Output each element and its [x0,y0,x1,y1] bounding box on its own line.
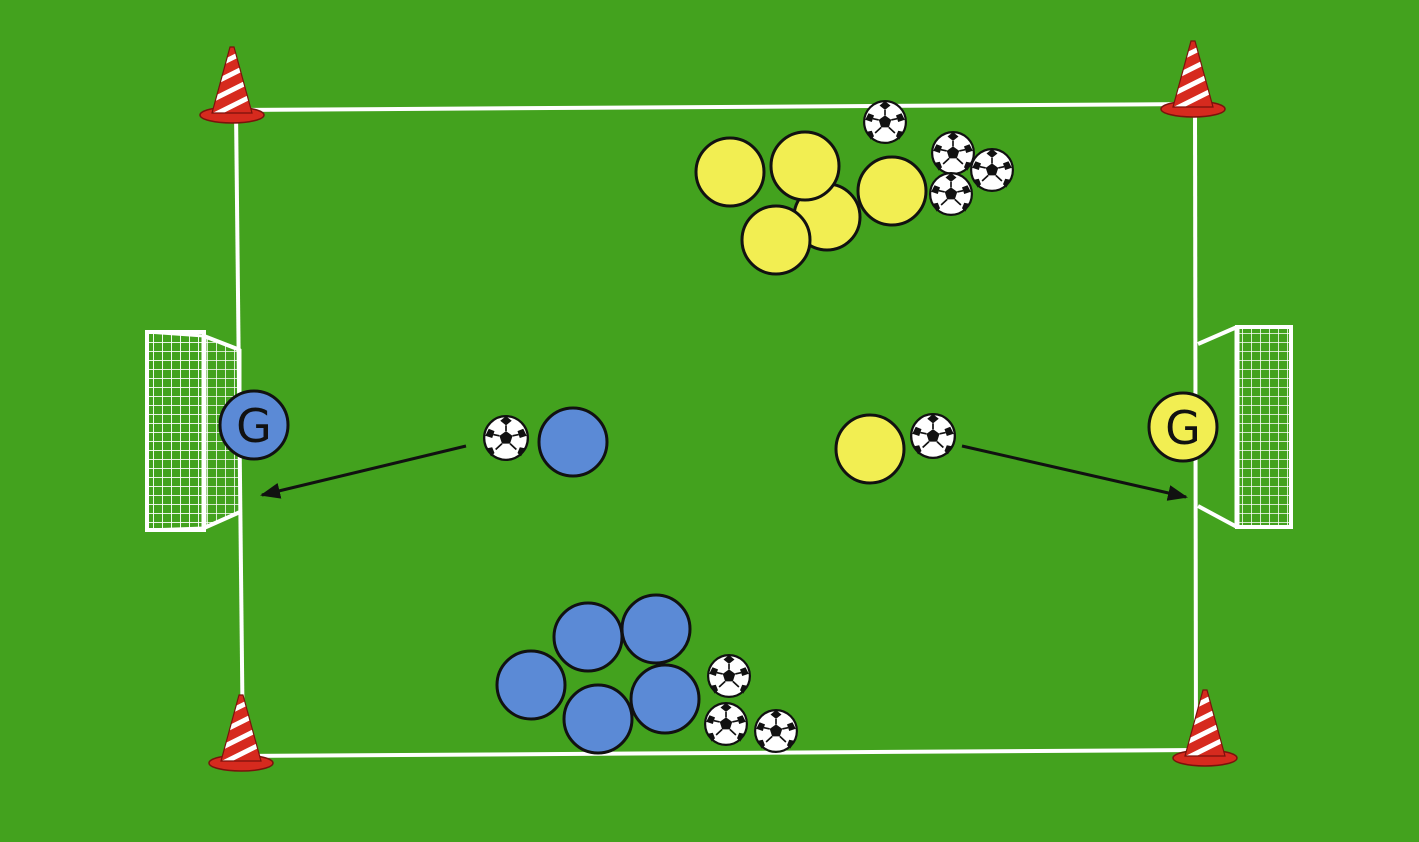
yellow-player-disc-icon [858,157,926,225]
blue-player-disc-icon [554,603,622,671]
yellow-player-disc-icon [742,206,810,274]
yellow-goalkeeper: G [1149,393,1217,461]
blue-goalkeeper-label: G [236,399,272,453]
blue-goalkeeper: G [220,391,288,459]
soccer-ball-icon [708,655,750,697]
blue-player-disc-icon [631,665,699,733]
soccer-ball-icon [755,710,797,752]
blue-player-disc-icon [564,685,632,753]
soccer-ball-icon [971,149,1013,191]
soccer-ball-icon [484,416,528,460]
yellow-player-disc-icon [696,138,764,206]
soccer-ball-icon [911,414,955,458]
blue-player-disc-icon [497,651,565,719]
blue-player-disc-icon [622,595,690,663]
soccer-ball-icon [864,101,906,143]
soccer-ball-icon [930,173,972,215]
soccer-ball-icon [932,132,974,174]
yellow-goalkeeper-label: G [1165,401,1201,455]
yellow-player-disc-icon [771,132,839,200]
blue-attacker-disc-icon [539,408,607,476]
soccer-ball-icon [705,703,747,745]
yellow-attacker-disc-icon [836,415,904,483]
